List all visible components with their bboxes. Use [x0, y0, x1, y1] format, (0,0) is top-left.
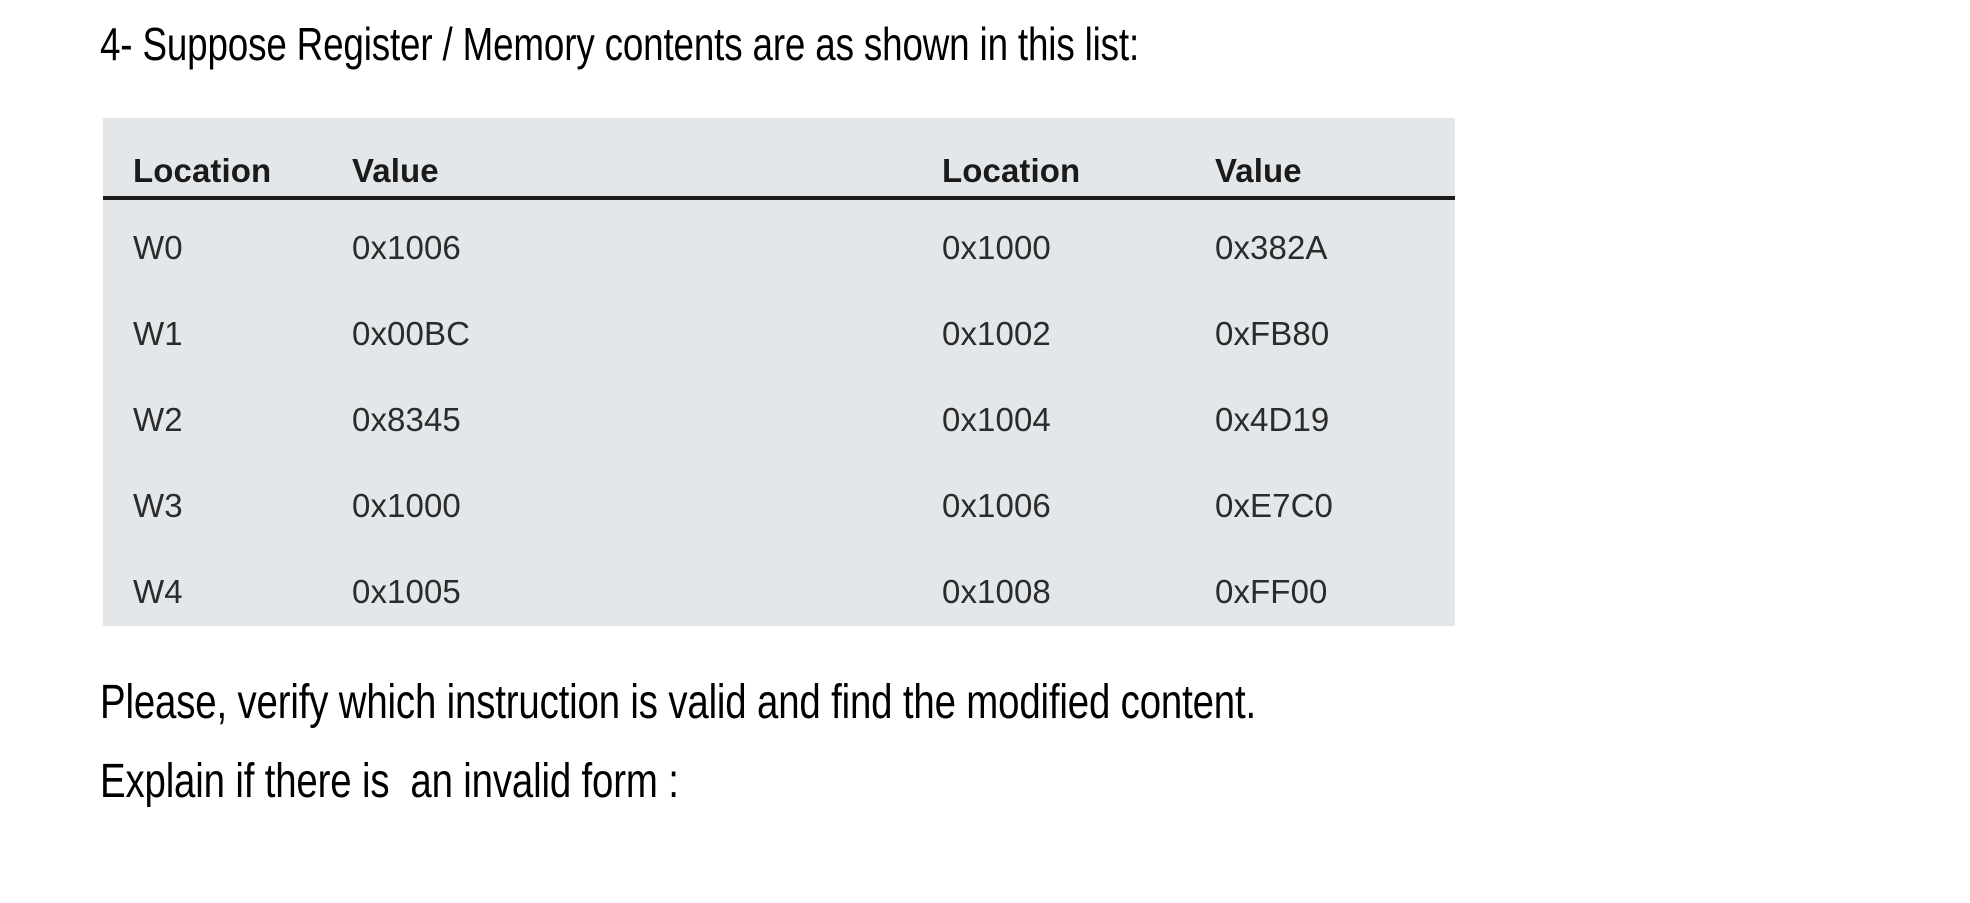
question-text: 4- Suppose Register / Memory contents ar… — [100, 18, 1140, 70]
instruction-text-line-1: Please, verify which instruction is vali… — [100, 676, 1257, 729]
cell-register-name: W0 — [133, 229, 183, 266]
cell-memory-address: 0x1006 — [942, 487, 1051, 524]
cell-memory-address: 0x1004 — [942, 401, 1051, 438]
column-header-location-left: Location — [103, 118, 348, 200]
cell-memory-value: 0xFF00 — [1215, 573, 1328, 610]
cell-register-name: W1 — [133, 315, 183, 352]
cell-register-value: 0x00BC — [352, 315, 471, 352]
table-row: W1 0x00BC 0x1002 0xFB80 — [103, 291, 1455, 377]
cell-register-value: 0x8345 — [352, 401, 461, 438]
cell-register-name: W3 — [133, 487, 183, 524]
instruction-text-line-2: Explain if there is an invalid form : — [100, 755, 679, 808]
cell-memory-value: 0xE7C0 — [1215, 487, 1334, 524]
cell-register-name: W2 — [133, 401, 183, 438]
cell-memory-address: 0x1008 — [942, 573, 1051, 610]
table-row: W2 0x8345 0x1004 0x4D19 — [103, 377, 1455, 463]
cell-register-value: 0x1006 — [352, 229, 461, 266]
column-header-value-left: Value — [348, 118, 938, 200]
table-header-row: Location Value Location Value — [103, 118, 1455, 200]
cell-register-name: W4 — [133, 573, 183, 610]
table-body: W0 0x1006 0x1000 0x382A W1 0x00BC 0x1002… — [103, 198, 1455, 635]
cell-memory-address: 0x1002 — [942, 315, 1051, 352]
cell-register-value: 0x1005 — [352, 573, 461, 610]
column-header-location-right: Location — [938, 118, 1213, 200]
table-row: W4 0x1005 0x1008 0xFF00 — [103, 549, 1455, 635]
table-header: Location Value Location Value — [103, 118, 1455, 200]
cell-register-value: 0x1000 — [352, 487, 461, 524]
table-row: W0 0x1006 0x1000 0x382A — [103, 198, 1455, 291]
register-memory-table: Location Value Location Value W0 0x1006 … — [103, 118, 1455, 626]
cell-memory-value: 0x4D19 — [1215, 401, 1330, 438]
register-memory-grid: Location Value Location Value W0 0x1006 … — [103, 118, 1455, 635]
column-header-value-right: Value — [1213, 118, 1455, 200]
cell-memory-value: 0xFB80 — [1215, 315, 1330, 352]
cell-memory-value: 0x382A — [1215, 229, 1328, 266]
table-row: W3 0x1000 0x1006 0xE7C0 — [103, 463, 1455, 549]
cell-memory-address: 0x1000 — [942, 229, 1051, 266]
